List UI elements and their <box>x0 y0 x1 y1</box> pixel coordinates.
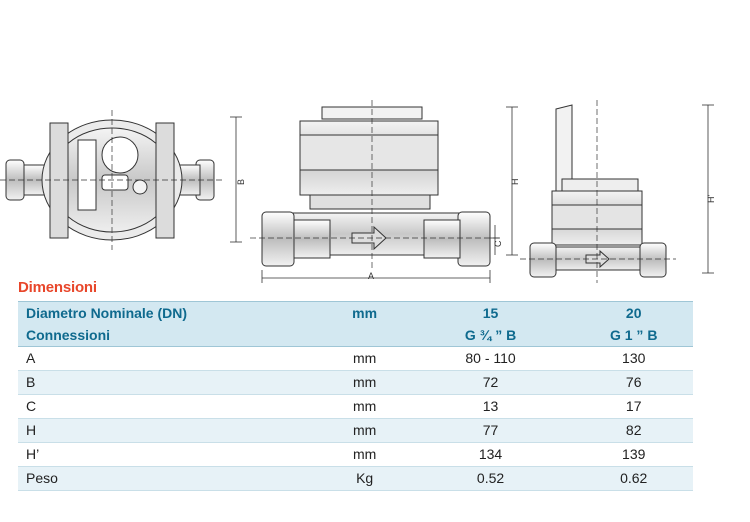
meter-drawing-svg: B A H C <box>0 100 716 283</box>
dimension-c-label: C <box>493 240 503 247</box>
table-row: C mm 13 17 <box>18 394 693 419</box>
table-row: B mm 72 76 <box>18 370 693 395</box>
dimension-a-label: A <box>368 271 374 281</box>
row-value-dn15: 80 - 110 <box>406 346 575 371</box>
row-value-dn20: 130 <box>574 346 693 371</box>
top-view <box>0 110 242 250</box>
row-value-dn15: 77 <box>406 418 575 443</box>
section-title: Dimensioni <box>18 279 97 296</box>
table-header-row: Connessioni G ¾ ” B G 1 ” B <box>18 324 693 347</box>
dimension-h-label: H <box>510 179 520 186</box>
header-dn20: 20 <box>574 301 693 324</box>
table-row: A mm 80 - 110 130 <box>18 346 693 371</box>
row-value-dn20: 0.62 <box>574 466 693 491</box>
row-unit: mm <box>322 418 407 443</box>
table-row: H’ mm 134 139 <box>18 442 693 467</box>
row-value-dn15: 134 <box>406 442 575 467</box>
row-unit: mm <box>322 442 407 467</box>
row-value-dn20: 76 <box>574 370 693 395</box>
header-connection-20: G 1 ” B <box>574 324 693 347</box>
row-value-dn15: 72 <box>406 370 575 395</box>
row-value-dn20: 17 <box>574 394 693 419</box>
header-unit-empty <box>322 324 407 347</box>
header-label-nominal-diameter: Diametro Nominale (DN) <box>18 301 323 324</box>
row-unit: Kg <box>322 466 407 491</box>
side-view <box>250 100 518 283</box>
header-unit: mm <box>322 301 407 324</box>
row-label: A <box>18 346 323 371</box>
side-view-lid-open <box>520 100 714 283</box>
dimension-b-label: B <box>236 179 246 185</box>
technical-drawing: B A H C <box>0 95 750 285</box>
dimensions-table: Diametro Nominale (DN) mm 15 20 Connessi… <box>18 301 693 491</box>
header-connection-15: G ¾ ” B <box>406 324 575 347</box>
row-value-dn15: 0.52 <box>406 466 575 491</box>
row-unit: mm <box>322 346 407 371</box>
header-dn15: 15 <box>406 301 575 324</box>
table-row: H mm 77 82 <box>18 418 693 443</box>
row-label: C <box>18 394 323 419</box>
row-label: Peso <box>18 466 323 491</box>
dimension-h-prime-label: H' <box>706 195 716 203</box>
row-value-dn15: 13 <box>406 394 575 419</box>
header-label-connections: Connessioni <box>18 324 323 347</box>
row-value-dn20: 82 <box>574 418 693 443</box>
table-row: Peso Kg 0.52 0.62 <box>18 466 693 491</box>
row-label: H <box>18 418 323 443</box>
row-label: H’ <box>18 442 323 467</box>
row-label: B <box>18 370 323 395</box>
table-header-row: Diametro Nominale (DN) mm 15 20 <box>18 301 693 324</box>
row-unit: mm <box>322 370 407 395</box>
row-unit: mm <box>322 394 407 419</box>
row-value-dn20: 139 <box>574 442 693 467</box>
